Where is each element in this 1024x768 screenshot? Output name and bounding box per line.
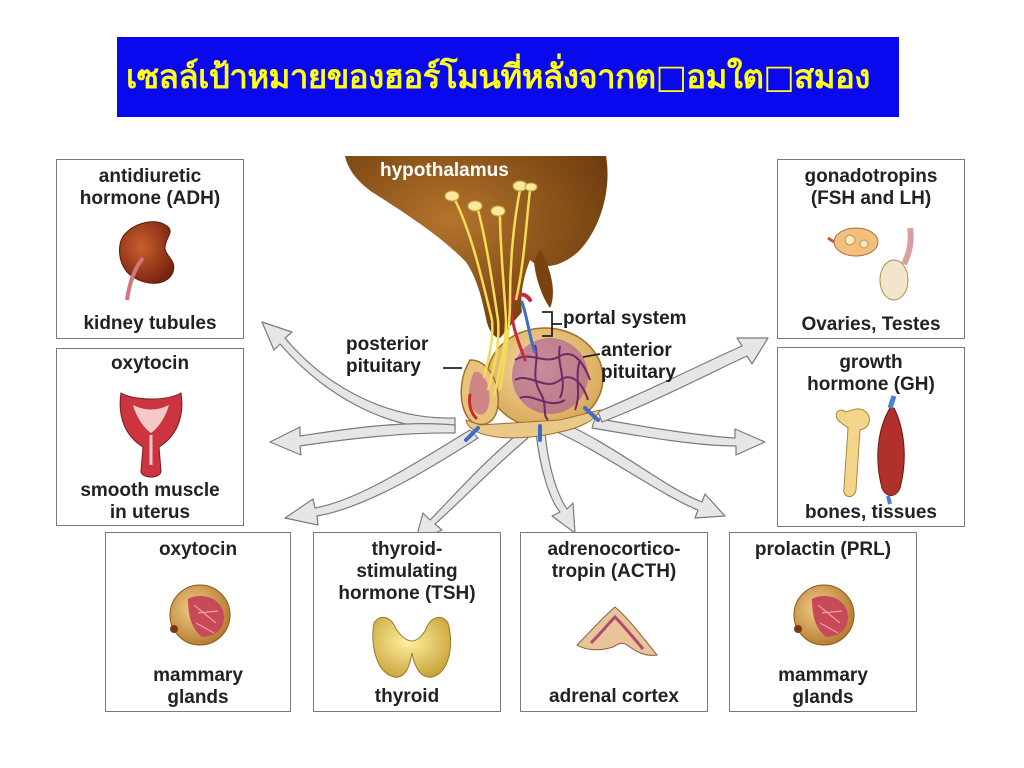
hormone-label: prolactin (PRL) xyxy=(754,539,892,560)
hormone-label: growth hormone (GH) xyxy=(807,352,935,395)
adrenal-cortex-icon xyxy=(576,606,658,656)
mammary-gland-icon xyxy=(793,584,855,646)
hypothalamus-label: hypothalamus xyxy=(380,160,509,181)
hormone-label: oxytocin xyxy=(158,539,238,560)
arrow-to-gonads xyxy=(597,337,769,423)
arrow-to-adrenal xyxy=(535,431,576,534)
portal-system-label: portal system xyxy=(563,308,687,329)
mammary-gland-icon xyxy=(169,584,231,646)
target-box-gh: growth hormone (GH) bones, tissues xyxy=(777,347,965,527)
arrow-to-growth xyxy=(591,417,766,456)
arrow-to-mammary-left xyxy=(284,429,479,526)
target-box-adh: antidiuretic hormone (ADH) kidney tubule… xyxy=(56,159,244,339)
hormone-label: thyroid- stimulating hormone (TSH) xyxy=(338,539,476,604)
arrow-to-kidney xyxy=(261,321,456,431)
brain-shape xyxy=(345,156,608,338)
hormone-label: gonadotropins (FSH and LH) xyxy=(804,166,938,209)
slide-title: เซลล์เป้าหมายของฮอร์โมนที่หลั่งจากต□อมใต… xyxy=(126,57,870,96)
hormone-label: adrenocortico- tropin (ACTH) xyxy=(547,539,681,582)
target-box-tsh: thyroid- stimulating hormone (TSH) thyro… xyxy=(313,532,501,712)
anterior-pituitary-illustration xyxy=(486,327,604,429)
ovary-testis-icon xyxy=(827,227,914,301)
target-label: bones, tissues xyxy=(805,502,937,523)
arrow-to-uterus xyxy=(269,423,456,456)
thyroid-icon xyxy=(372,616,452,678)
target-box-gonadotropins: gonadotropins (FSH and LH) Ovaries, Test… xyxy=(777,159,965,339)
target-label: Ovaries, Testes xyxy=(801,314,941,335)
target-box-oxytocin-mammary: oxytocin mammary glands xyxy=(105,532,291,712)
target-label: mammary glands xyxy=(153,665,243,708)
target-box-prl: prolactin (PRL) mammary glands xyxy=(729,532,917,712)
target-box-oxytocin-uterus: oxytocin smooth muscle in uterus xyxy=(56,348,244,526)
hormone-label: antidiuretic hormone (ADH) xyxy=(79,166,221,209)
target-label: kidney tubules xyxy=(83,313,217,334)
arrow-to-mammary-right xyxy=(547,419,726,519)
target-label: smooth muscle in uterus xyxy=(80,480,220,523)
posterior-pituitary-label: posterior pituitary xyxy=(346,334,429,377)
target-box-acth: adrenocortico- tropin (ACTH) adrenal cor… xyxy=(520,532,708,712)
arrow-to-thyroid xyxy=(414,431,529,543)
anterior-pituitary-label: anterior pituitary xyxy=(601,340,676,383)
title-banner xyxy=(117,37,899,117)
uterus-icon xyxy=(119,392,183,478)
hormone-label: oxytocin xyxy=(110,353,190,374)
target-label: thyroid xyxy=(374,686,440,707)
target-label: mammary glands xyxy=(778,665,868,708)
kidney-icon xyxy=(119,221,175,301)
target-label: adrenal cortex xyxy=(549,686,679,707)
bone-muscle-icon xyxy=(835,395,905,505)
